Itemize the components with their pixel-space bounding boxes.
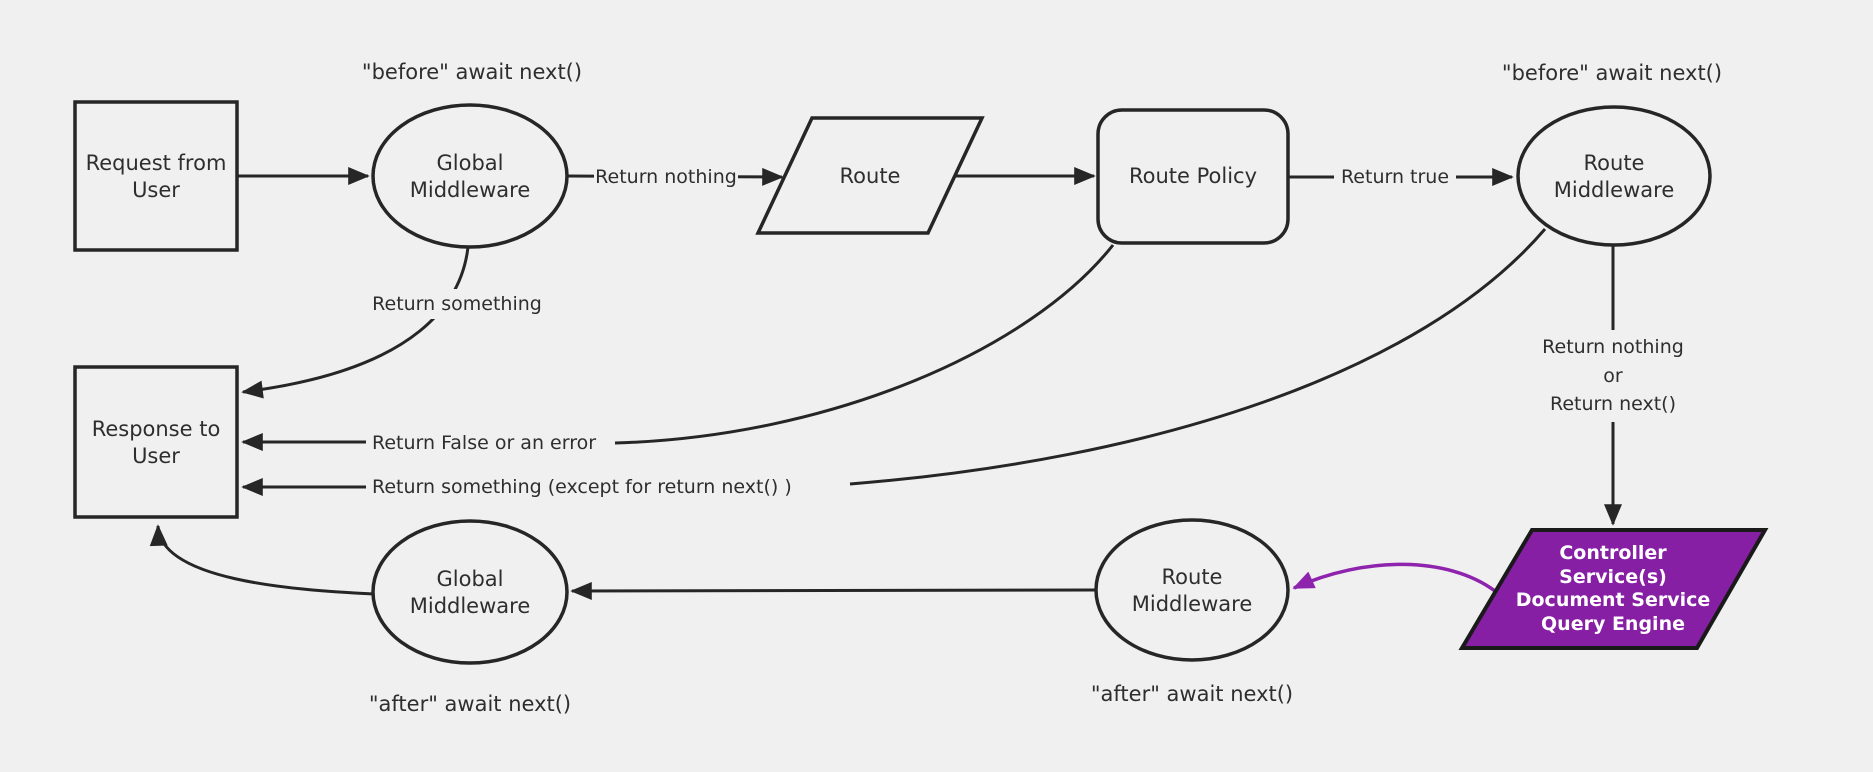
node-global-middleware-bottom-line1: Global <box>437 567 504 591</box>
node-route-middleware-top <box>1516 105 1712 247</box>
edge-global-middleware-to-response <box>241 246 470 399</box>
node-response-to-user <box>73 365 239 519</box>
label-after-await-left: "after" await next() <box>369 692 571 716</box>
label-return-something: Return something <box>372 293 542 315</box>
node-request-label-line1: Request from <box>86 151 227 175</box>
edge-labels: "before" await next() "before" await nex… <box>362 60 1722 716</box>
edges <box>149 167 1622 600</box>
node-controller-line3: Document Service <box>1516 589 1711 611</box>
label-return-nothing-top: Return nothing <box>595 166 737 188</box>
node-response-label-line2: User <box>132 444 180 468</box>
label-return-nothing-top-bg <box>594 161 738 192</box>
node-request-label-line2: User <box>132 178 180 202</box>
node-controller-line1: Controller <box>1559 542 1667 564</box>
edge-route-middleware-to-response-curve <box>849 228 1547 486</box>
node-global-middleware-top-line2: Middleware <box>410 178 531 202</box>
label-return-something-except: Return something (except for return next… <box>372 476 792 498</box>
node-global-middleware-top-line1: Global <box>437 151 504 175</box>
label-return-true: Return true <box>1341 166 1449 188</box>
label-return-nothing-stack-1: Return nothing <box>1542 336 1684 358</box>
node-route-middleware-top-line1: Route <box>1584 151 1645 175</box>
node-route-label: Route <box>840 164 901 188</box>
label-return-nothing-stack-bg <box>1528 330 1698 422</box>
label-before-await-left: "before" await next() <box>362 60 582 84</box>
node-controller-line2: Service(s) <box>1559 566 1667 588</box>
node-global-middleware-bottom <box>371 519 569 665</box>
edge-route-policy-to-response-curve <box>614 244 1115 445</box>
node-response-label-line1: Response to <box>92 417 221 441</box>
node-controller-line4: Query Engine <box>1541 613 1685 635</box>
label-return-nothing-stack-2: or <box>1603 365 1623 387</box>
label-return-nothing-stack-3: Return next() <box>1550 393 1676 415</box>
edge-global-middleware-bottom-to-response <box>149 524 375 596</box>
node-route-policy <box>1096 108 1290 245</box>
label-before-await-right: "before" await next() <box>1502 61 1722 85</box>
node-global-middleware-top <box>371 103 569 249</box>
node-global-middleware-bottom-line2: Middleware <box>410 594 531 618</box>
node-route-middleware-bottom <box>1094 518 1290 662</box>
label-return-something-bg <box>368 289 546 319</box>
nodes: Request from User Global Middleware Rout… <box>73 100 1769 665</box>
node-controller-services <box>1458 528 1769 650</box>
node-request-from-user <box>73 100 239 252</box>
label-after-await-right: "after" await next() <box>1091 682 1293 706</box>
edge-route-middleware-bottom-to-global-middleware-bottom <box>570 581 1097 600</box>
label-return-false-or-error: Return False or an error <box>372 432 596 454</box>
label-return-true-bg <box>1334 161 1456 192</box>
edge-controller-to-route-middleware-bottom <box>1292 562 1497 593</box>
node-route-middleware-bottom-line2: Middleware <box>1132 592 1253 616</box>
node-route-middleware-bottom-line1: Route <box>1162 565 1223 589</box>
node-route <box>755 116 985 235</box>
node-route-middleware-top-line2: Middleware <box>1554 178 1675 202</box>
node-route-policy-label: Route Policy <box>1129 164 1257 188</box>
